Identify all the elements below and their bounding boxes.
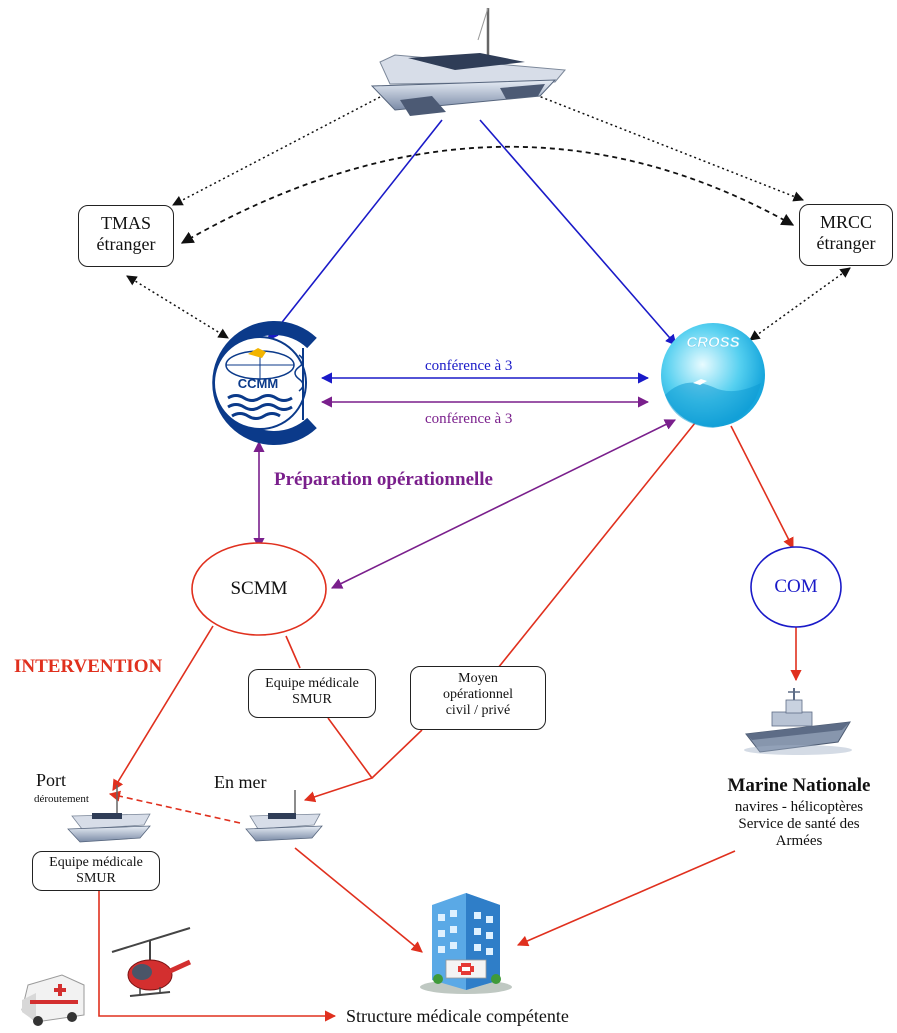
intervention-label: INTERVENTION <box>14 656 163 677</box>
cross-logo-text: CROSS <box>686 334 739 351</box>
catamaran-top-icon <box>370 7 566 116</box>
moyen-line2: opérationnel <box>443 687 513 703</box>
link-ship-cross <box>479 119 677 346</box>
conference-label-blue: conférence à 3 <box>425 358 513 374</box>
mrcc-box: MRCC étranger <box>799 204 893 266</box>
tmas-line1: TMAS <box>100 213 151 233</box>
cross-logo: CROSS <box>661 323 765 428</box>
ccmm-logo-text: CCMM <box>238 376 278 391</box>
link-cross-com <box>730 425 794 549</box>
equipe-smur-1-line1: Equipe médicale <box>265 676 359 691</box>
marine-line3: Service de santé des <box>738 816 860 832</box>
en-mer-label: En mer <box>214 772 267 792</box>
equipe-smur-1-line2: SMUR <box>292 692 332 708</box>
red-links <box>98 422 802 1022</box>
link-scmm-port <box>112 625 214 791</box>
moyen-operationnel-box: Moyen opérationnel civil / privé <box>410 666 546 730</box>
mrcc-line2: étranger <box>816 232 876 253</box>
moyen-line3: civil / privé <box>445 703 511 719</box>
conference-label-purple: conférence à 3 <box>425 411 513 427</box>
link-mrcc-cross <box>749 267 851 341</box>
link-enmer-port <box>108 790 241 824</box>
link-enmer-structure <box>294 847 423 953</box>
link-marine-structure <box>516 850 736 947</box>
structure-medicale-label: Structure médicale compétente <box>346 1006 569 1026</box>
mrcc-line1: MRCC <box>819 212 873 232</box>
catamaran-en-mer-icon <box>245 790 323 842</box>
equipe-smur-box-1: Equipe médicale SMUR <box>248 669 376 718</box>
preparation-label: Préparation opérationnelle <box>274 469 493 490</box>
equipe-smur-2-line2: SMUR <box>76 871 116 887</box>
tmas-box: TMAS étranger <box>78 205 174 267</box>
helicopter-icon <box>111 927 192 997</box>
marine-line2: navires - hélicoptères <box>734 799 864 815</box>
link-moyen-merge <box>371 729 423 779</box>
hospital-icon <box>420 893 512 994</box>
blue-links <box>267 119 677 384</box>
com-ellipse <box>750 546 842 628</box>
tmas-line2: étranger <box>96 233 156 254</box>
port-subtitle: déroutement <box>34 793 89 805</box>
link-ship-mrcc <box>535 94 804 202</box>
ambulance-icon <box>21 974 85 1026</box>
dotted-links <box>126 94 851 341</box>
link-tmas-ccmm <box>126 275 229 339</box>
link-smur-structure <box>98 891 337 1022</box>
scmm-ellipse <box>191 542 327 636</box>
equipe-smur-box-2: Equipe médicale SMUR <box>32 851 160 891</box>
link-scmm-smur <box>285 635 301 669</box>
moyen-line1: Moyen <box>458 671 498 686</box>
marine-line4: Armées <box>775 833 823 849</box>
link-mrcc-tmas-curve <box>180 145 795 244</box>
catamaran-port-icon <box>67 785 151 843</box>
ccmm-logo: CCMM <box>212 321 317 445</box>
link-ship-ccmm <box>267 119 443 341</box>
link-cross-scmm <box>330 419 677 589</box>
purple-links <box>253 396 677 589</box>
port-title: Port <box>36 770 67 790</box>
link-cross-moyen <box>497 422 696 669</box>
link-smur-merge <box>303 717 374 803</box>
scmm-label: SCMM <box>230 578 288 599</box>
marine-nationale-block: Marine Nationale navires - hélicoptères … <box>722 775 876 850</box>
link-ship-tmas <box>172 96 381 206</box>
com-label: COM <box>774 576 818 597</box>
navy-ship-icon <box>744 688 852 755</box>
equipe-smur-2-line1: Equipe médicale <box>49 855 143 870</box>
marine-title: Marine Nationale <box>727 775 871 796</box>
